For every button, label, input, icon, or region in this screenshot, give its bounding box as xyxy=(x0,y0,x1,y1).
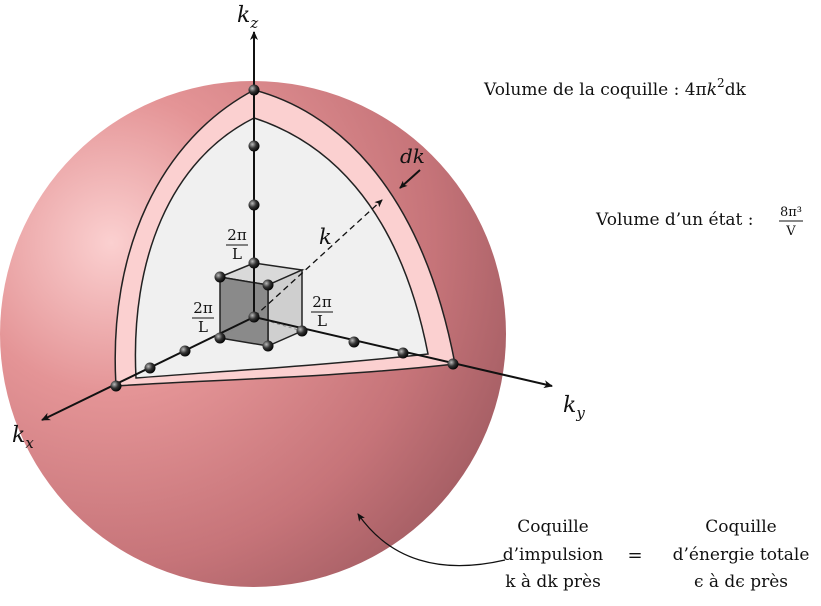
svg-text:L: L xyxy=(198,318,208,336)
svg-text:ϵ à dϵ près: ϵ à dϵ près xyxy=(694,572,788,592)
k-label: k xyxy=(319,225,332,249)
lattice-point xyxy=(398,348,409,359)
equals-sign: = xyxy=(627,545,642,566)
lattice-point xyxy=(249,141,260,152)
svg-text:L: L xyxy=(232,245,242,263)
shell-momentum-caption: Coquille d’impulsion k à dk près xyxy=(503,517,604,592)
lattice-point xyxy=(249,85,260,96)
svg-text:2π: 2π xyxy=(312,293,332,311)
state-volume-fraction: 8π³ V xyxy=(779,205,803,239)
lattice-point xyxy=(111,381,122,392)
svg-text:d’énergie totale: d’énergie totale xyxy=(673,545,810,565)
kz-label: kz xyxy=(237,3,258,32)
lattice-point xyxy=(263,341,274,352)
svg-text:d’impulsion: d’impulsion xyxy=(503,545,604,565)
ky-label: ky xyxy=(563,393,585,422)
lattice-point xyxy=(249,312,260,323)
lattice-point xyxy=(249,258,260,269)
svg-text:2π: 2π xyxy=(227,226,247,244)
svg-text:Coquille: Coquille xyxy=(705,517,776,537)
lattice-point xyxy=(215,333,226,344)
lattice-point xyxy=(215,272,226,283)
lattice-point xyxy=(145,363,156,374)
svg-text:k à dk près: k à dk près xyxy=(505,572,601,592)
state-volume-text: Volume d’un état : xyxy=(595,210,754,230)
svg-text:Coquille: Coquille xyxy=(517,517,588,537)
shell-volume-text: Volume de la coquille : 4πk2dk xyxy=(483,76,747,100)
svg-text:V: V xyxy=(785,224,796,239)
lattice-point xyxy=(249,200,260,211)
dk-label: dk xyxy=(400,144,425,168)
svg-text:L: L xyxy=(317,312,327,330)
shell-energy-caption: Coquille d’énergie totale ϵ à dϵ près xyxy=(673,517,810,592)
svg-text:2π: 2π xyxy=(193,299,213,317)
lattice-point xyxy=(448,359,459,370)
lattice-point xyxy=(180,346,191,357)
lattice-point xyxy=(263,280,274,291)
svg-text:8π³: 8π³ xyxy=(780,205,802,220)
lattice-point xyxy=(297,326,308,337)
unit-cell-cube xyxy=(220,263,302,346)
lattice-point xyxy=(349,337,360,348)
